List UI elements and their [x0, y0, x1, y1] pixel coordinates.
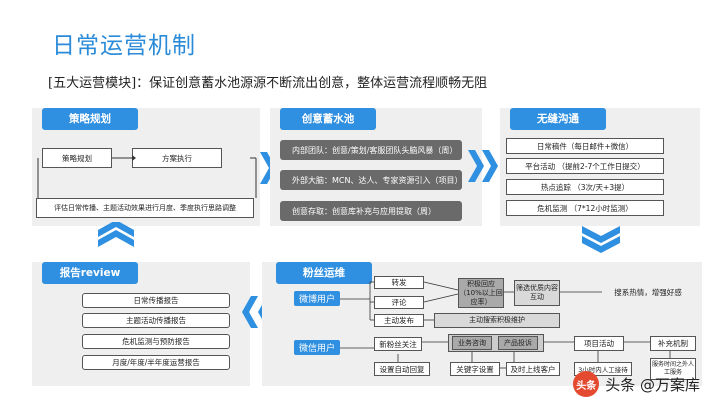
pool-item-internal: 内部团队：创意/策划/客服团队头脑风暴（周） [280, 140, 462, 160]
complaint-box: 产品投诉 [498, 336, 538, 350]
report-header: 报告review [42, 262, 138, 284]
strategy-evaluate-box: 评估日常传播、主题活动效果进行月度、季度执行思路调整 [36, 198, 254, 218]
auto-reply-box: 设置自动回复 [374, 362, 430, 376]
search-maintain-box: 主动搜索积极维护 [434, 313, 560, 328]
comment-box: 评论 [374, 296, 424, 309]
report-item-period: 月度/年度/半年度运营报告 [82, 355, 230, 370]
online-box: 及时上线客户 [506, 362, 560, 376]
wechat-user-label: 微信用户 [294, 340, 340, 355]
project-activity-box: 项目活动 [574, 336, 624, 351]
report-item-daily: 日常传播报告 [82, 293, 230, 308]
fans-header: 粉丝运维 [276, 262, 372, 284]
weibo-user-label: 微博用户 [294, 291, 340, 306]
biz-consult-box: 业务咨询 [452, 336, 492, 350]
post-box: 主动发布 [374, 314, 424, 327]
watermark-text: 头条 @万案库 [605, 375, 700, 394]
chevron-up-icon [98, 222, 134, 247]
supplement-box: 补充机制 [650, 336, 696, 351]
feedback-text: 搜系热情，增强好感 [614, 288, 682, 297]
positive-response-box: 积极回应（10%以上回应率） [458, 278, 504, 308]
page-subtitle: [五大运营模块]：保证创意蓄水池源源不断流出创意，整体运营流程顺畅无阻 [48, 76, 488, 91]
comm-item-platform: 平台活动 （提前2-7个工作日提交） [506, 158, 664, 174]
manual-adv-box: 服务时间之外人工服务 [650, 358, 696, 380]
comm-item-hotspot: 热点追踪 （3次/天+3提） [506, 179, 664, 195]
forward-box: 转发 [374, 276, 424, 289]
comm-item-daily: 日常稿件（每日邮件+微信） [506, 138, 664, 154]
strategy-header: 策略规划 [42, 108, 138, 130]
comm-header: 无缝沟通 [510, 108, 606, 130]
watermark-logo-icon: 头条 [573, 371, 600, 397]
strategy-execute-box: 方案执行 [132, 148, 222, 168]
pool-item-external: 外部大脑：MCN、达人、专家资源引入（项目） [280, 170, 462, 190]
strategy-plan-box: 策略规划 [42, 148, 112, 168]
chevron-down-icon [582, 226, 620, 253]
report-item-theme: 主题活动传播报告 [82, 313, 230, 328]
comm-item-crisis: 危机监测 （7*12小时监测） [506, 200, 664, 216]
watermark: 头条 头条 @万案库 [573, 371, 700, 397]
page-title: 日常运营机制 [52, 33, 196, 59]
select-content-box: 筛选优质内容互动 [514, 280, 560, 306]
keyword-box: 关键字设置 [450, 362, 500, 376]
chevron-right-icon [468, 150, 498, 182]
pool-item-storage: 创意存取：创意库补充与应用提取（周） [280, 201, 462, 221]
report-item-crisis: 危机监测与预防报告 [82, 334, 230, 349]
new-follow-box: 新粉丝关注 [374, 337, 422, 351]
strategy-flow-lines [37, 155, 257, 198]
pool-header: 创意蓄水池 [280, 108, 376, 130]
